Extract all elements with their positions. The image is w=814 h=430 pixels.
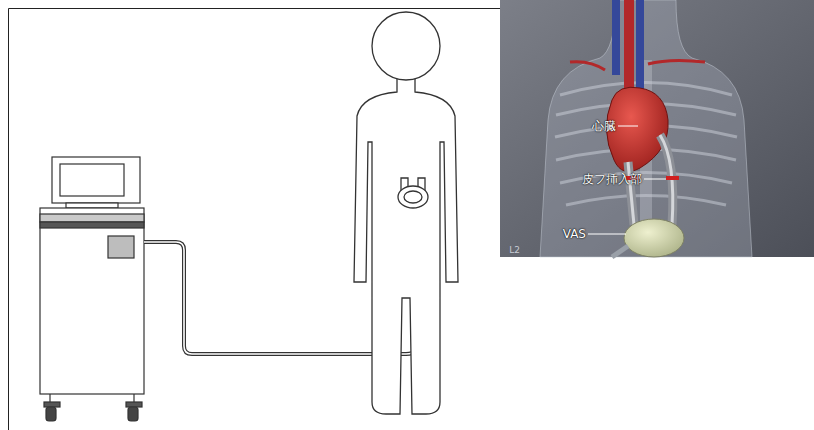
console-machine: [40, 157, 144, 421]
inset-illustration: [500, 0, 814, 257]
callout-label: 心臓: [592, 119, 616, 133]
callout-label: VAS: [563, 227, 586, 241]
human-figure: [354, 12, 458, 414]
vas-device-icon: [398, 178, 428, 208]
frame: [9, 9, 501, 430]
callout-label: 皮フ挿入部: [582, 172, 642, 186]
figure-number: L2: [509, 243, 520, 257]
